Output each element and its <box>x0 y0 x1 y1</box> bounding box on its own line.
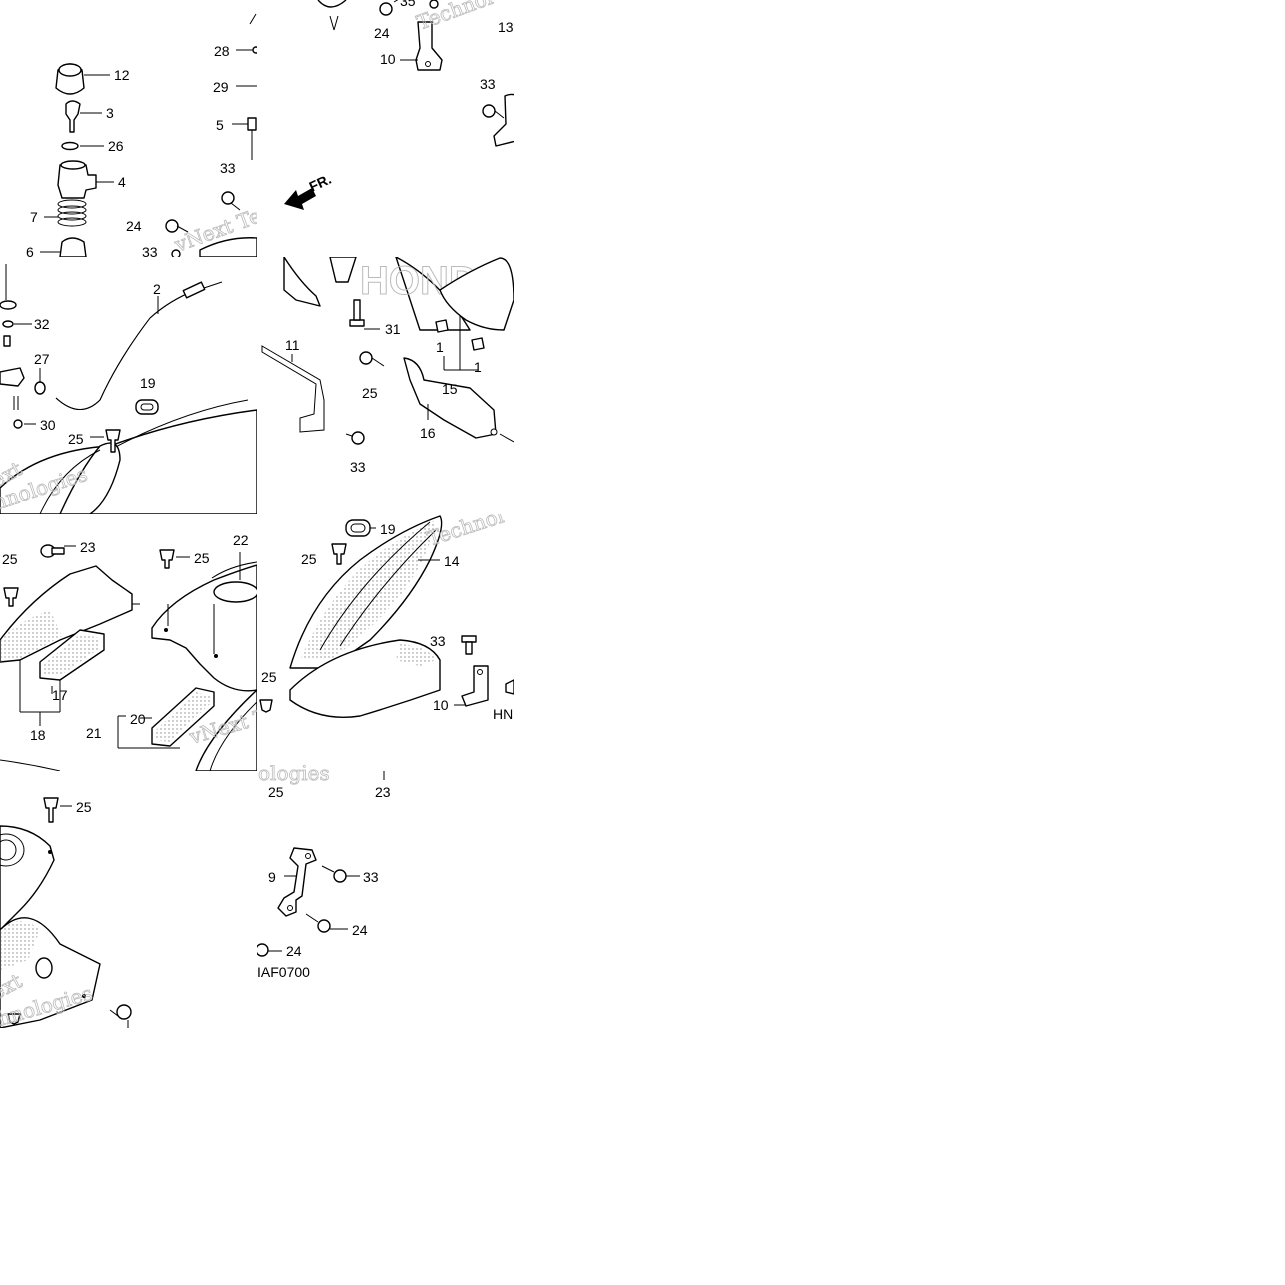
callout-7: 7 <box>30 209 38 225</box>
callout-25h: 25 <box>76 799 92 815</box>
diagram-code-hn: HN1 <box>493 706 521 722</box>
callout-33-top: 33 <box>480 76 496 92</box>
callout-25: 25 <box>68 431 84 447</box>
callout-24-top: 24 <box>374 25 390 41</box>
callout-25g: 25 <box>268 784 284 800</box>
bolt-lower <box>109 1004 132 1020</box>
tile-front-panel: HOND 11 31 1 1 15 25 16 33 <box>261 257 514 475</box>
callout-17: 17 <box>52 687 68 703</box>
bolt-24 <box>165 219 179 233</box>
callout-11: 11 <box>285 337 300 353</box>
bolt-33d <box>461 635 477 655</box>
tile-stray-labels: ologies 25 23 <box>258 761 391 800</box>
front-cover <box>439 257 514 331</box>
callout-24g: 24 <box>286 943 302 959</box>
bolt-33 <box>221 191 235 205</box>
callout-35: 35 <box>400 0 416 9</box>
callout-26: 26 <box>108 138 124 154</box>
tile-side-covers: vNext Tec 23 25 25 22 17 18 20 21 <box>0 532 257 771</box>
callout-12: 12 <box>114 67 130 83</box>
tile-front-bracket: Technol FR. 35 24 10 13 33 <box>284 0 514 210</box>
callout-10-top: 10 <box>380 51 396 67</box>
bracket-11 <box>261 345 325 433</box>
callout-25b: 25 <box>362 385 378 401</box>
callout-13: 13 <box>498 19 514 35</box>
clip-25h <box>43 797 59 823</box>
bolt-24g <box>257 943 269 957</box>
bracket-10b <box>461 665 489 707</box>
callout-21: 21 <box>86 725 102 741</box>
callout-5: 5 <box>216 117 224 133</box>
watermark-ologies: ologies <box>258 761 330 785</box>
callout-33c: 33 <box>350 459 366 475</box>
clip-25 <box>105 429 121 453</box>
callout-10b: 10 <box>433 697 449 713</box>
diagram-code: IAF0700 <box>257 964 310 980</box>
spring-7 <box>57 199 87 227</box>
callout-25d: 25 <box>194 550 210 566</box>
callout-33b: 33 <box>142 244 158 260</box>
callout-19b: 19 <box>380 521 396 537</box>
callout-24: 24 <box>126 218 142 234</box>
tile-stay-bracket: 9 33 24 24 IAF0700 <box>257 847 379 980</box>
panel-16 <box>403 357 497 439</box>
callout-33a: 33 <box>220 160 236 176</box>
washer-26 <box>61 141 79 151</box>
callout-23: 23 <box>80 539 96 555</box>
bolt-24f <box>305 913 331 933</box>
callout-25e: 25 <box>301 551 317 567</box>
callout-31: 31 <box>385 321 401 337</box>
lock-4 <box>57 164 97 199</box>
callout-16: 16 <box>420 425 436 441</box>
rear-fender <box>0 409 257 514</box>
callout-25c: 25 <box>2 551 18 567</box>
callout-29: 29 <box>213 79 229 95</box>
callout-2: 2 <box>153 281 161 297</box>
bracket-9 <box>277 847 317 917</box>
key-3 <box>65 100 81 133</box>
callout-30: 30 <box>40 417 56 433</box>
callout-1b: 1 <box>474 359 482 375</box>
callout-9: 9 <box>268 869 276 885</box>
callout-24f: 24 <box>352 922 368 938</box>
callout-27: 27 <box>34 351 50 367</box>
housing-6 <box>59 237 87 257</box>
callout-18: 18 <box>30 727 46 743</box>
tile-front-fender: Technol 19 25 14 33 25 10 HN1 <box>259 514 521 722</box>
callout-6: 6 <box>26 244 34 260</box>
callout-23b: 23 <box>375 784 391 800</box>
callout-4: 4 <box>118 174 126 190</box>
floor-panel <box>0 825 55 931</box>
callout-1a: 1 <box>436 339 444 355</box>
bolt-31 <box>349 299 365 327</box>
callout-19: 19 <box>140 375 156 391</box>
callout-3: 3 <box>106 105 114 121</box>
callout-33e: 33 <box>430 633 446 649</box>
bolt-23 <box>40 544 65 558</box>
bracket-10 <box>415 21 443 71</box>
callout-32: 32 <box>34 316 50 332</box>
callout-15: 15 <box>442 381 458 397</box>
callout-14: 14 <box>444 553 460 569</box>
callout-22: 22 <box>233 532 249 548</box>
tile-cable-fender: ext hnologies 2 32 27 30 19 25 <box>0 264 257 514</box>
callout-25f: 25 <box>261 669 277 685</box>
callout-28: 28 <box>214 43 230 59</box>
callout-20: 20 <box>130 711 146 727</box>
callout-33f: 33 <box>363 869 379 885</box>
